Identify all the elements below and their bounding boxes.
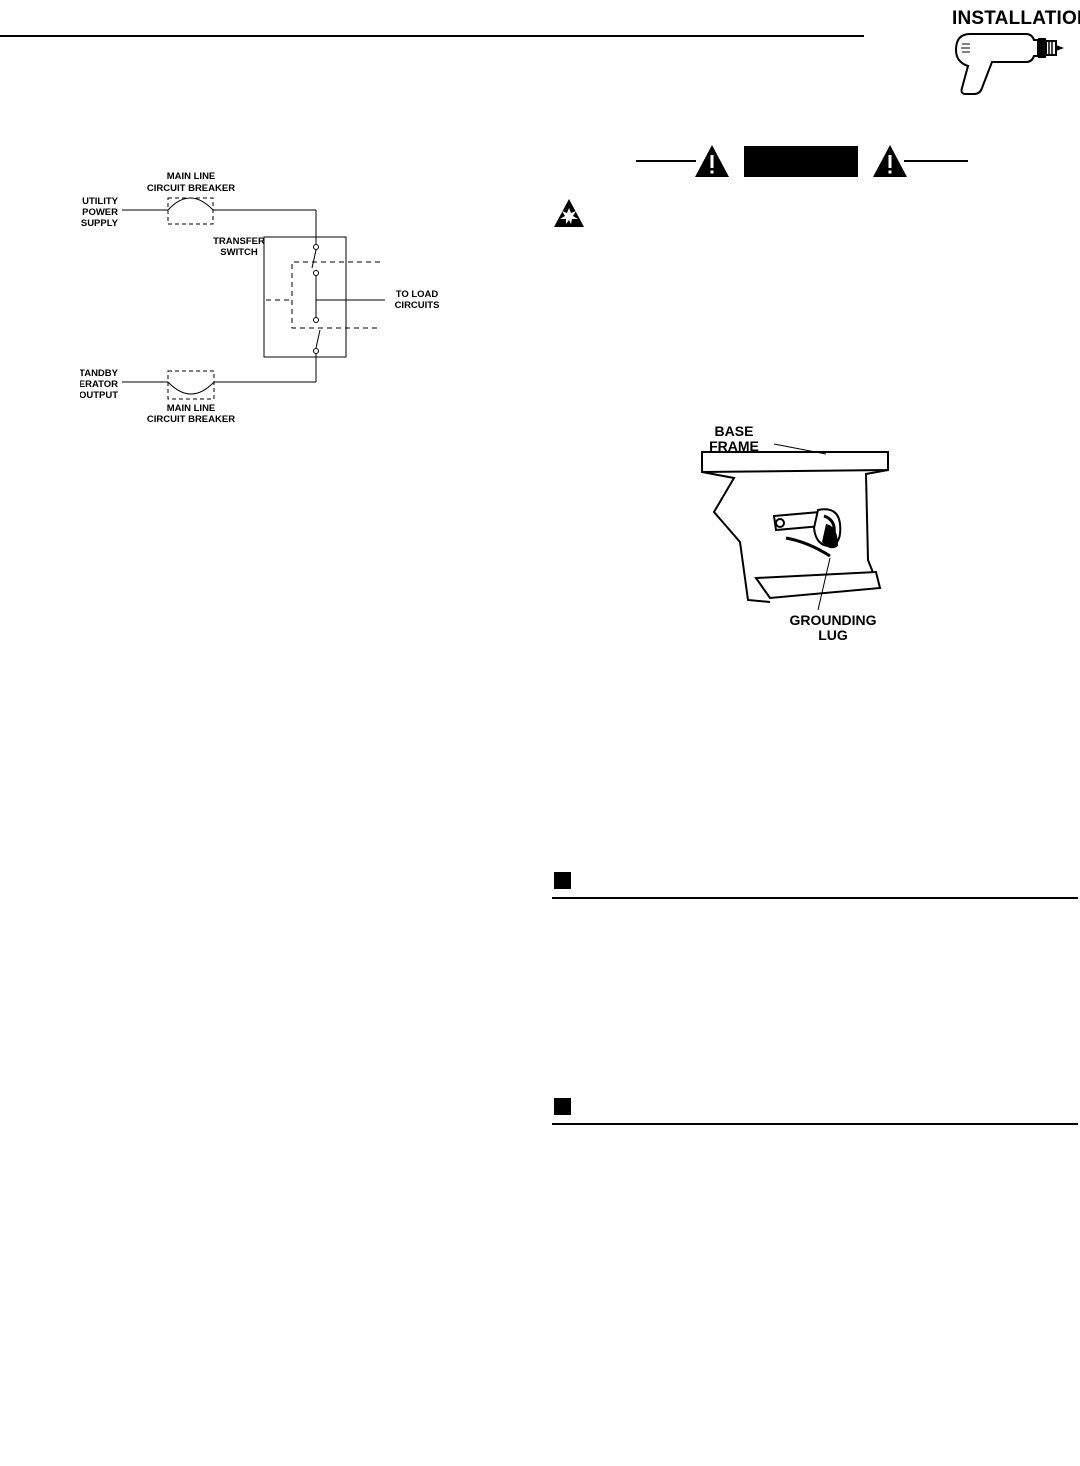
utility-supply-label: POWER [82,207,118,218]
main-line-breaker-label: MAIN LINE [167,171,216,182]
section-label: INSTALLATION [952,8,1080,29]
to-load-label: CIRCUITS [395,300,440,311]
main-line-breaker-label: CIRCUIT BREAKER [147,183,235,194]
transfer-switch-label: TRANSFER [213,236,265,247]
standby-output-label: OUTPUT [80,390,118,401]
warning-triangle-icon [873,145,907,177]
grounding-lug-label: LUG [818,627,848,643]
step-rule [552,897,1078,899]
base-frame-label: BASE [715,423,754,439]
grounding-lug-figure: BASE FRAME GROUNDING LUG [701,423,889,643]
warning-triangle-icon [695,145,729,177]
main-line-breaker-label: MAIN LINE [167,403,216,414]
step-rule [552,1123,1078,1125]
base-frame-label: FRAME [709,438,759,454]
main-line-breaker-label: CIRCUIT BREAKER [147,414,235,425]
step-marker [554,872,571,889]
standby-output-label: GENERATOR [80,379,118,390]
transfer-switch-label: SWITCH [220,247,258,258]
power-drill-icon [954,33,1064,95]
header-rule [0,35,864,37]
grounding-lug-label: GROUNDING [789,612,876,628]
utility-supply-label: SUPPLY [81,218,119,229]
step-marker [554,1098,571,1115]
safety-signal-rules [636,160,968,162]
explosion-hazard-icon [554,199,584,227]
transfer-switch-wiring-diagram: MAIN LINE CIRCUIT BREAKER UTILITY POWER … [80,171,440,425]
signal-word-panel [744,146,858,177]
utility-supply-label: UTILITY [82,196,119,207]
to-load-label: TO LOAD [396,289,439,300]
